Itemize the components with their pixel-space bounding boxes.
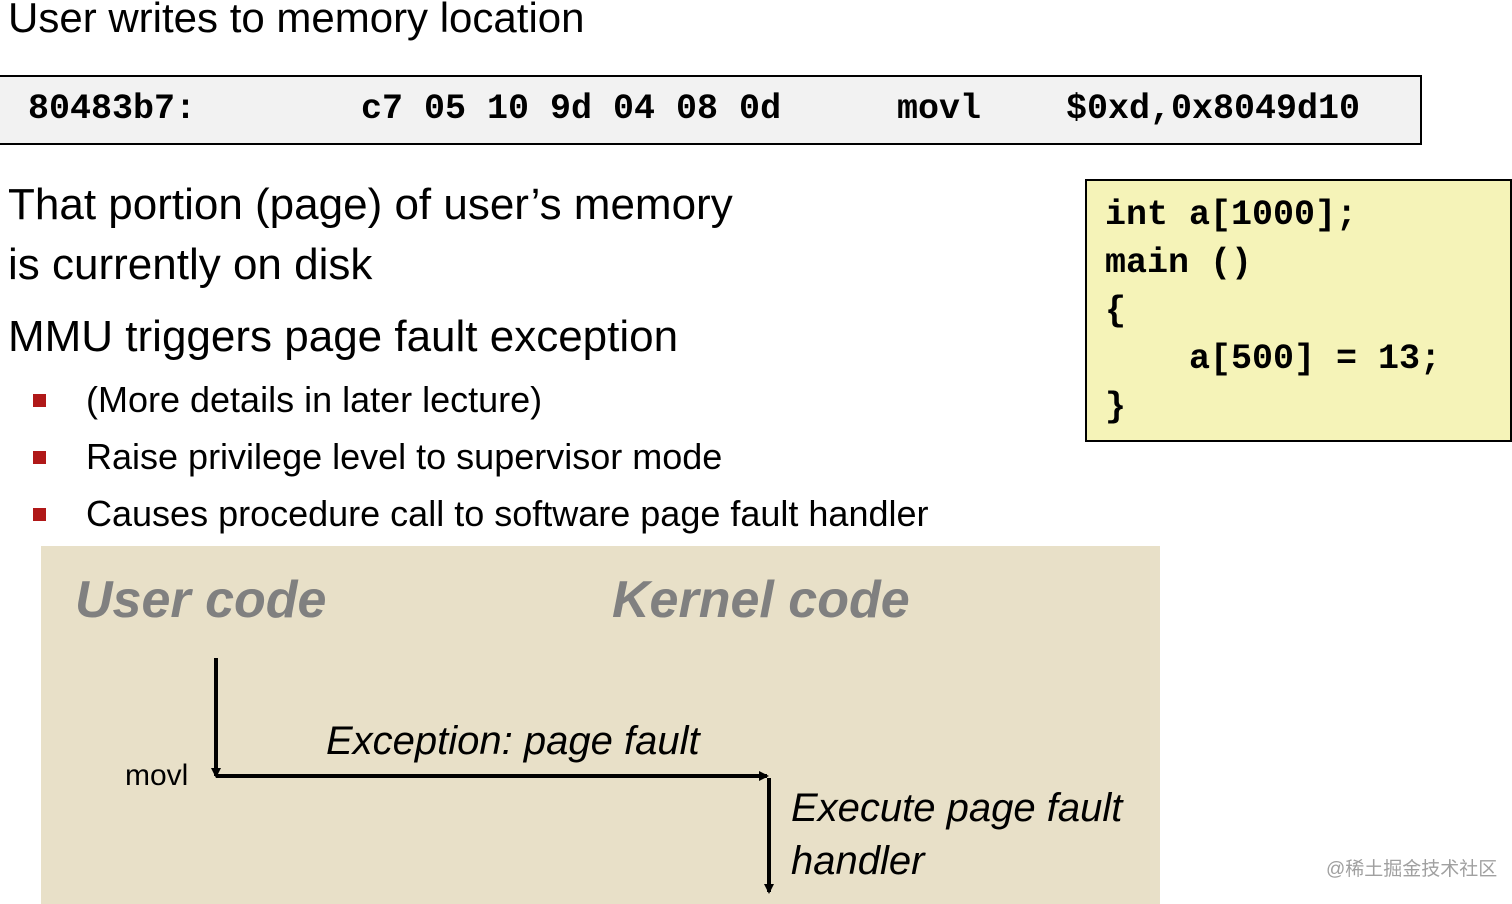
- instruction-box: 80483b7: c7 05 10 9d 04 08 0d movl $0xd,…: [0, 75, 1422, 145]
- paragraph-page-on-disk-line2: is currently on disk: [8, 240, 373, 289]
- bullet-text: (More details in later lecture): [86, 379, 543, 420]
- bullet-square-icon: [33, 508, 46, 521]
- movl-label: movl: [125, 759, 189, 792]
- code-line: main (): [1105, 243, 1253, 283]
- bullet-square-icon: [33, 394, 46, 407]
- code-line: int a[1000];: [1105, 195, 1358, 235]
- diagram-arrows: [211, 658, 774, 894]
- code-snippet-box: int a[1000]; main () { a[500] = 13; }: [1085, 179, 1512, 442]
- instruction-opcode: movl: [897, 89, 982, 129]
- page-fault-diagram: User code Kernel code movl Exception: pa…: [41, 546, 1160, 904]
- watermark: @稀土掘金技术社区: [1326, 859, 1498, 880]
- paragraph-page-on-disk-line1: That portion (page) of user’s memory: [8, 180, 733, 229]
- bullet-square-icon: [33, 451, 46, 464]
- instruction-address: 80483b7:: [28, 89, 197, 129]
- user-code-title: User code: [75, 571, 327, 629]
- handler-label: Execute page fault handler: [791, 786, 1123, 883]
- bullet-text: Causes procedure call to software page f…: [86, 493, 929, 534]
- instruction-operands: $0xd,0x8049d10: [1066, 89, 1361, 129]
- code-line: a[500] = 13;: [1105, 339, 1442, 379]
- exception-label: Exception: page fault: [326, 719, 700, 763]
- bullet-text: Raise privilege level to supervisor mode: [86, 436, 723, 477]
- code-line: }: [1105, 387, 1127, 427]
- code-line: {: [1105, 291, 1127, 331]
- instruction-bytes: c7 05 10 9d 04 08 0d: [361, 89, 782, 129]
- kernel-code-title: Kernel code: [612, 571, 910, 629]
- slide-heading: User writes to memory location: [8, 0, 585, 41]
- paragraph-mmu-triggers: MMU triggers page fault exception: [8, 312, 679, 361]
